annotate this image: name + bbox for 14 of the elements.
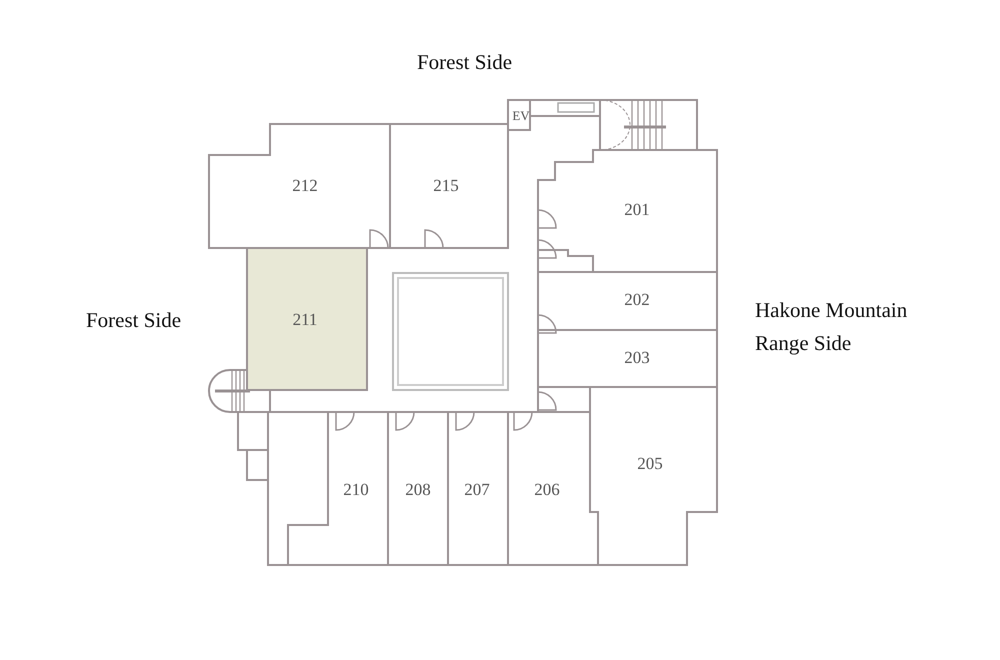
side-label: Forest Side — [417, 50, 512, 75]
room-number: 206 — [534, 480, 560, 500]
room-number: 215 — [433, 176, 459, 196]
side-label: Forest Side — [86, 308, 182, 333]
room-number: 207 — [464, 480, 490, 500]
room-number: 201 — [624, 200, 650, 220]
room-number: 202 — [624, 290, 650, 310]
room-number: 203 — [624, 348, 650, 368]
side-label: Hakone Mountain Range Side — [755, 297, 908, 357]
room-number: 210 — [343, 480, 369, 500]
room-number: 211 — [292, 310, 318, 330]
room-number: 208 — [405, 480, 431, 500]
room-number: 205 — [637, 454, 663, 474]
room-number: 212 — [292, 176, 318, 196]
